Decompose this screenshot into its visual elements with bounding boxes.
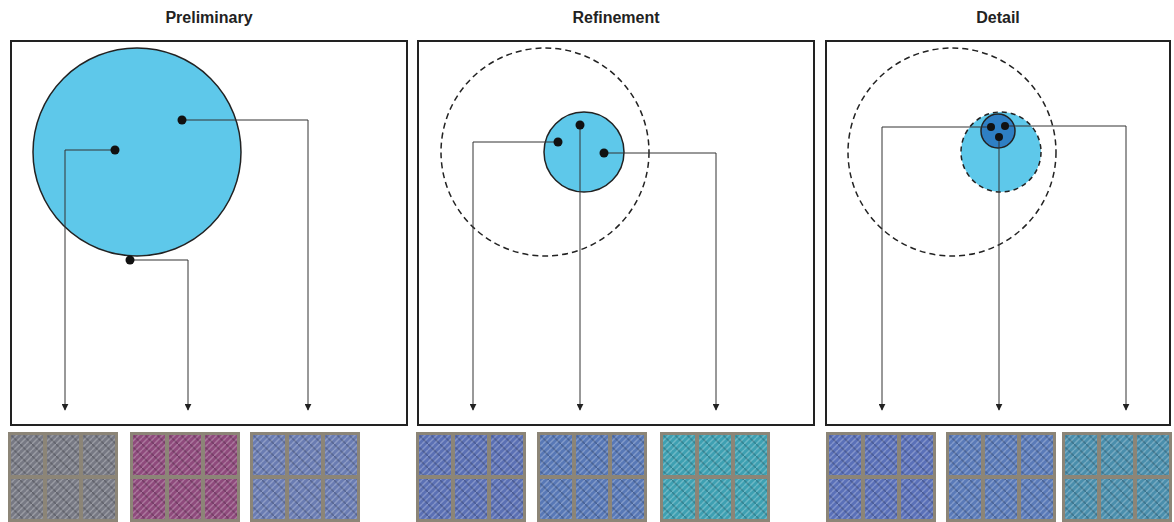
sample-dots bbox=[554, 121, 609, 158]
stage-panel: Preliminary bbox=[10, 40, 408, 426]
leader-lines bbox=[473, 125, 716, 410]
panel-title: Preliminary bbox=[12, 9, 406, 27]
sample-dots bbox=[987, 122, 1009, 141]
previous-region bbox=[848, 48, 1056, 256]
stage-panel: Detail bbox=[825, 40, 1171, 426]
texture-thumbnails bbox=[8, 432, 1172, 522]
previous-region bbox=[961, 112, 1041, 192]
panel-title: Refinement bbox=[419, 9, 813, 27]
panel-title: Detail bbox=[827, 9, 1169, 27]
search-region bbox=[544, 112, 624, 192]
leader-lines bbox=[65, 120, 308, 410]
previous-region bbox=[441, 48, 649, 256]
leader-lines bbox=[882, 126, 1126, 410]
search-region bbox=[981, 114, 1015, 148]
stage-panel: Refinement bbox=[417, 40, 815, 426]
search-region bbox=[33, 48, 241, 256]
sample-dots bbox=[111, 116, 187, 265]
